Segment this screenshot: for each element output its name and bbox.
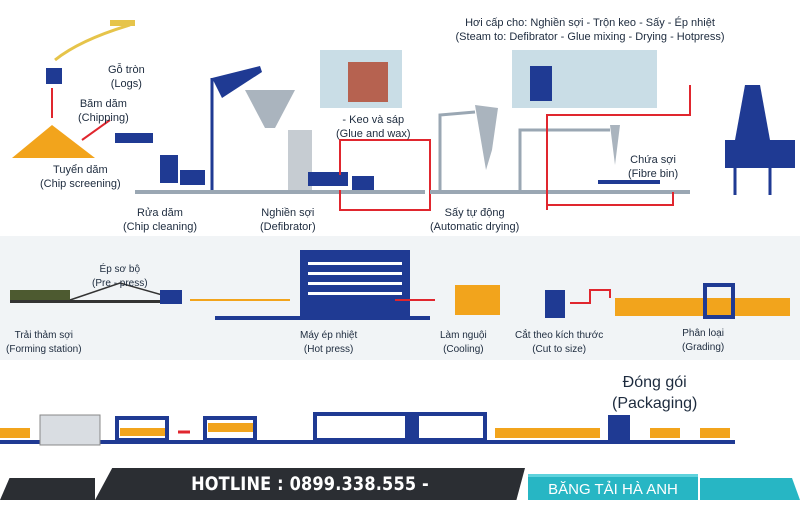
label-en: (Automatic drying) [430, 221, 520, 233]
banner-right-decor [700, 478, 800, 500]
label-vi: - Keo và sáp [342, 114, 405, 126]
label-en: (Forming station) [6, 344, 82, 355]
label-vi: Tuyển dăm [53, 164, 108, 176]
label-vi: Cắt theo kích thước [515, 330, 604, 341]
label-hot-press: Máy ép nhiệt (Hot press) [300, 329, 357, 357]
label-vi: Sấy tự động [444, 207, 505, 219]
grading-boards [615, 298, 790, 316]
label-cooling: Làm nguội (Cooling) [440, 329, 487, 357]
chip-pile [12, 125, 95, 158]
label-en: (Defibrator) [260, 221, 316, 233]
chipper [115, 133, 153, 143]
cut-to-size-saw [545, 290, 565, 318]
brand-name[interactable]: BĂNG TẢI HÀ ANH [528, 474, 698, 500]
fibre-bin [598, 180, 660, 184]
label-en: (Logs) [110, 78, 142, 90]
label-defibrator: Nghiền sợi (Defibrator) [260, 206, 316, 234]
forming-tower [725, 85, 795, 195]
label-en: (Hot press) [303, 344, 354, 355]
cyclone-dryer [438, 105, 610, 190]
label-vi: Phân loại [682, 328, 724, 339]
steam-header-en: (Steam to: Defibrator - Glue mixing - Dr… [455, 31, 725, 43]
label-vi: Rửa dăm [137, 207, 183, 219]
defibrator [245, 90, 374, 190]
label-automatic-drying: Sấy tự động (Automatic drying) [430, 206, 519, 234]
process-diagram [0, 20, 795, 446]
grading-station [703, 283, 735, 319]
label-en: (Glue and wax) [336, 128, 411, 140]
label-fibre-bin: Chứa sợi (Fibre bin) [628, 153, 678, 181]
cooling-unit [455, 285, 500, 315]
label-en: (Grading) [682, 342, 725, 353]
steam-header-vi: Hơi cấp cho: Nghiền sợi - Trộn keo - Sấy… [465, 17, 715, 29]
label-grading: Phân loại (Grading) [682, 327, 724, 355]
label-en: (Fibre bin) [628, 168, 679, 180]
label-cut-to-size: Cắt theo kích thước (Cut to size) [515, 329, 603, 357]
label-vi: Gỗ tròn [108, 64, 145, 76]
banner-left-decor [0, 478, 95, 500]
packaging-line [0, 412, 735, 446]
logs-crane [46, 20, 135, 118]
label-en: (Cut to size) [532, 344, 587, 355]
label-vi: Nghiền sợi [261, 207, 315, 219]
hotline-banner [95, 468, 525, 500]
label-pre-press: Ép sơ bộ (Pre - press) [92, 263, 148, 291]
label-en: (Pre - press) [92, 278, 148, 289]
label-vi: Máy ép nhiệt [300, 330, 358, 341]
conveyor-elevator [210, 66, 262, 190]
label-en: (Chip cleaning) [123, 221, 197, 233]
label-vi: Ép sơ bộ [99, 264, 141, 275]
label-chip-screening: Tuyển dăm (Chip screening) [40, 163, 121, 191]
label-vi: Trải thảm sợi [14, 330, 73, 341]
label-en: (Chipping) [78, 112, 129, 124]
chip-cleaner [160, 155, 205, 185]
label-vi: Đóng gói [622, 374, 687, 391]
label-packaging: Đóng gói (Packaging) [612, 372, 697, 414]
label-en: (Cooling) [443, 344, 484, 355]
fibre-bin-cyclone [610, 125, 620, 165]
floor-line-1 [135, 190, 425, 194]
label-vi: Băm dăm [79, 98, 127, 110]
label-en: (Packaging) [612, 395, 698, 412]
hot-press [215, 250, 430, 320]
forming-station [10, 282, 182, 304]
label-chipping: Băm dăm (Chipping) [78, 97, 129, 125]
label-en: (Chip screening) [40, 178, 121, 190]
steam-header: Hơi cấp cho: Nghiền sợi - Trộn keo - Sấy… [410, 16, 770, 44]
label-chip-cleaning: Rửa dăm (Chip cleaning) [123, 206, 197, 234]
hotline-text[interactable]: HOTLINE : 0899.338.555 - 0985.962.451 [191, 473, 429, 527]
label-vi: Chứa sợi [630, 154, 676, 166]
label-logs: Gỗ tròn (Logs) [108, 63, 145, 91]
label-vi: Làm nguội [440, 330, 487, 341]
label-forming-station: Trải thảm sợi (Forming station) [6, 329, 82, 357]
label-glue-wax: - Keo và sáp (Glue and wax) [336, 113, 411, 141]
